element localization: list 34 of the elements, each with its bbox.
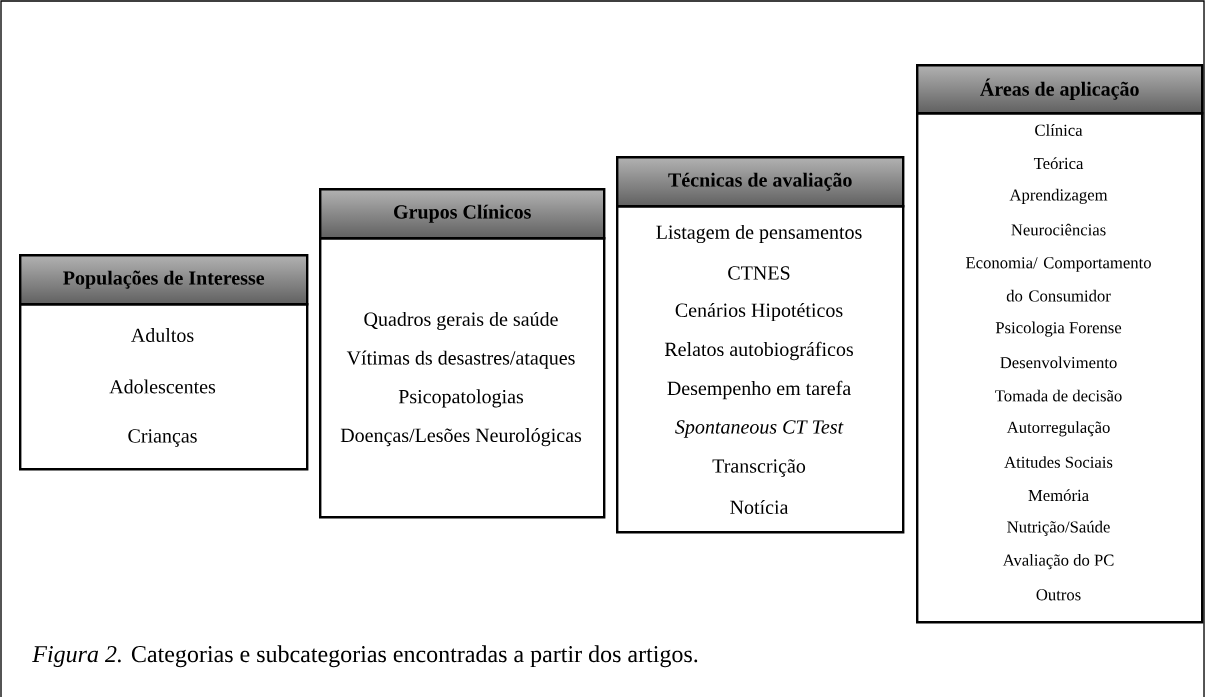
list-item: Teórica — [1033, 157, 1084, 170]
column-header: Áreas de aplicação — [916, 64, 1204, 115]
list-item: Adolescentes — [109, 379, 216, 394]
list-item: Notícia — [730, 499, 789, 515]
list-item: Spontaneous CT Test — [675, 420, 844, 438]
list-item: Cenários Hipotéticos — [675, 302, 843, 322]
list-item: Doenças/Lesões Neurológicas — [340, 428, 582, 447]
list-item: Desenvolvimento — [1000, 356, 1117, 369]
list-item: Autorregulação — [1006, 421, 1110, 437]
list-item: Adultos — [131, 327, 194, 343]
list-item: Psicologia Forense — [995, 321, 1122, 337]
list-item: Listagem de pensamentos — [656, 224, 862, 244]
list-item: Clínica — [1035, 124, 1083, 136]
list-item: Transcrição — [712, 459, 806, 477]
list-item: Vítimas ds desastres/ataques — [346, 350, 575, 369]
column-header: Populações de Interesse — [19, 254, 309, 306]
figure-caption: Figura 2. Categorias e subcategorias encontradas a partir dos artigos. — [32, 645, 698, 668]
list-item: Aprendizagem — [1009, 188, 1108, 204]
list-item: Avaliação do PC — [1002, 554, 1114, 570]
list-item: Atitudes Sociais — [1004, 456, 1113, 468]
list-item: CTNES — [728, 266, 790, 280]
column-header: Grupos Clínicos — [319, 188, 606, 240]
list-item: Relatos autobiográficos — [664, 341, 853, 361]
list-item: Desempenho em tarefa — [667, 380, 851, 400]
list-item: Psicopatologias — [398, 389, 524, 408]
list-item: Crianças — [128, 429, 197, 447]
column-header: Técnicas de avaliação — [616, 156, 905, 208]
list-item: Economia/ Comportamento do Consumidor — [965, 257, 1151, 302]
list-item: Memória — [1028, 489, 1089, 502]
list-item: Nutrição/Saúde — [1007, 520, 1110, 536]
list-item: Quadros gerais de saúde — [364, 311, 558, 331]
list-item: Tomada de decisão — [995, 389, 1122, 402]
list-item: Neurociências — [1011, 223, 1106, 236]
list-item: Outros — [1036, 589, 1081, 601]
